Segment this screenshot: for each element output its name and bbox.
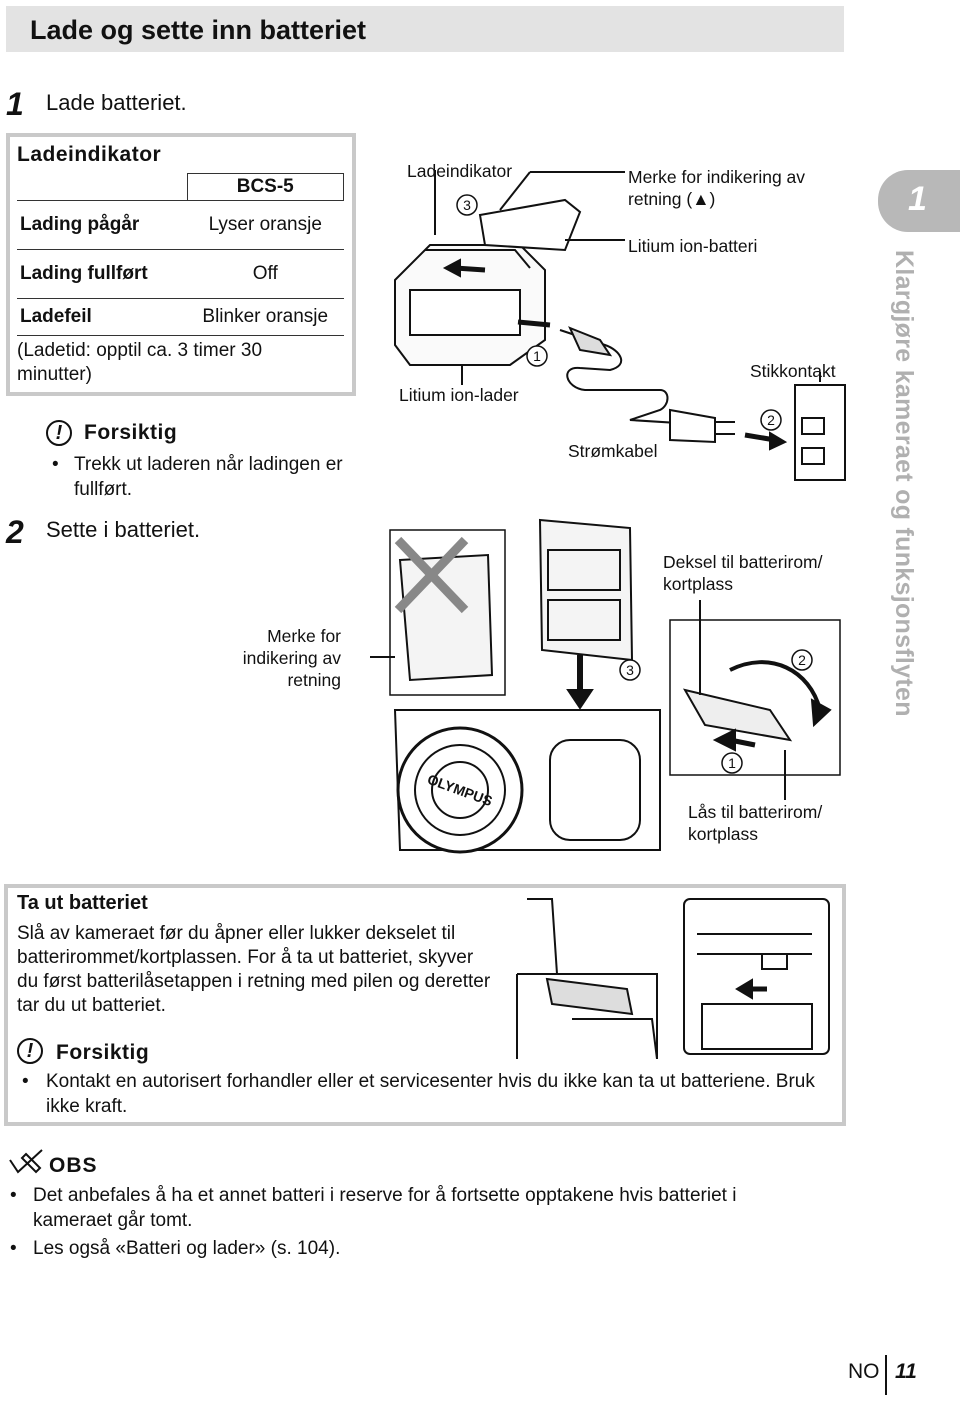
step-2-number: 2 — [6, 514, 24, 550]
table-header-row: BCS-5 — [17, 173, 344, 201]
row-label: Ladefeil — [17, 298, 187, 336]
row-label: Lading fullført — [17, 249, 187, 299]
label-lock: Lås til batterirom/ kortplass — [688, 802, 823, 844]
model-header: BCS-5 — [186, 173, 344, 201]
label-direction-mark: Merke for indikering av retning (▲) — [628, 167, 806, 209]
chapter-title-vertical: Klargjøre kameraet og funksjonsflyten — [890, 250, 918, 717]
label-cable: Strømkabel — [568, 441, 658, 461]
power-cable — [559, 329, 711, 426]
label-direction-mark-2: Merke for indikering av retning — [242, 626, 341, 690]
charge-indicator-table: BCS-5 Lading pågår Lyser oransje Lading … — [17, 173, 344, 336]
remove-battery-box — [4, 884, 846, 1126]
caution-icon-2: ! — [17, 1038, 43, 1064]
step-1-text: Lade batteriet. — [46, 90, 187, 115]
step-markers: 3 1 2 3 2 1 — [456, 194, 813, 774]
power-plug — [669, 408, 716, 444]
row-label: Lading pågår — [17, 200, 187, 250]
obs-bullet: • Les også «Batteri og lader» (s. 104). — [10, 1238, 341, 1259]
table-row: Lading pågår Lyser oransje — [17, 200, 344, 250]
footer-divider — [885, 1355, 887, 1395]
label-charger: Litium ion-lader — [399, 385, 519, 405]
remove-battery-illustration — [516, 898, 830, 1059]
remove-caution-heading: Forsiktig — [56, 1041, 150, 1064]
label-battery: Litium ion-batteri — [628, 236, 758, 256]
charge-indicator-box — [6, 133, 356, 396]
footer-language: NO — [848, 1360, 880, 1383]
marker-2: 2 — [767, 412, 775, 428]
page-title-bar: Lade og sette inn batteriet — [6, 6, 844, 52]
marker-3b: 3 — [626, 662, 634, 678]
label-outlet: Stikkontakt — [750, 361, 836, 381]
caution-icon: ! — [46, 420, 72, 446]
table-row: Lading fullført Off — [17, 249, 344, 299]
page-title: Lade og sette inn batteriet — [30, 15, 367, 45]
pencil-note-icon — [9, 1149, 43, 1174]
obs-heading: OBS — [49, 1154, 98, 1177]
remove-battery-heading: Ta ut batteriet — [17, 892, 148, 914]
battery-top — [478, 198, 582, 252]
caution-bullet: • Trekk ut laderen når ladingen er fullf… — [52, 454, 343, 500]
marker-1b: 1 — [728, 755, 736, 771]
charge-indicator-heading: Ladeindikator — [17, 143, 162, 166]
remove-caution-bullet: • Kontakt en autorisert forhandler eller… — [22, 1071, 815, 1117]
battery-charging-illustration: OLYMPUS 3 1 2 3 2 1 — [370, 170, 846, 854]
obs-bullet: • Det anbefales å ha et annet batteri i … — [10, 1185, 737, 1231]
chapter-number: 1 — [908, 180, 927, 218]
caution-heading: Forsiktig — [84, 421, 178, 444]
remove-battery-text: Slå av kameraet før du åpner eller lukke… — [17, 923, 491, 1016]
step-2-text: Sette i batteriet. — [46, 517, 201, 542]
marker-2b: 2 — [798, 652, 806, 668]
chapter-tab: 1 — [878, 170, 960, 232]
marker-1: 1 — [533, 348, 541, 364]
row-value: Off — [187, 249, 344, 299]
row-value: Blinker oransje — [187, 298, 344, 336]
marker-3: 3 — [463, 197, 471, 213]
step-1-number: 1 — [6, 86, 24, 122]
table-row: Ladefeil Blinker oransje — [17, 298, 344, 336]
footer-page-number: 11 — [895, 1360, 917, 1383]
label-cover: Deksel til batterirom/ kortplass — [663, 552, 823, 594]
row-value: Lyser oransje — [187, 200, 344, 250]
label-charge-indicator: Ladeindikator — [407, 161, 513, 181]
charge-time-note: (Ladetid: opptil ca. 3 timer 30 minutter… — [17, 340, 263, 385]
